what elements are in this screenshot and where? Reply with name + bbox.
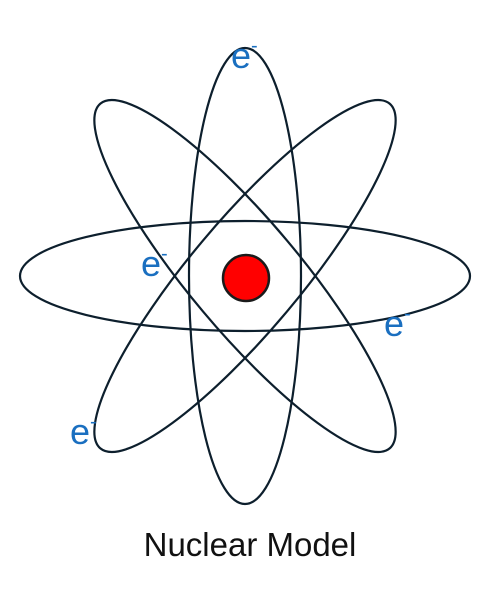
electron-left: e-: [141, 243, 168, 284]
electron-symbol: e: [141, 243, 161, 284]
orbit-diagonal-right: [93, 98, 397, 454]
electron-charge: -: [251, 35, 258, 57]
electron-bottom-left: e-: [70, 411, 97, 452]
nucleus: [221, 253, 271, 303]
orbit-horizontal: [18, 219, 472, 333]
electron-charge: -: [90, 411, 97, 433]
electron-charge: -: [404, 303, 411, 325]
atom-diagram: e- e- e- e-: [18, 35, 472, 506]
electron-symbol: e: [384, 303, 404, 344]
orbits: [18, 46, 472, 506]
orbit-vertical: [187, 46, 303, 506]
electron-symbol: e: [70, 411, 90, 452]
orbit-diagonal-left: [93, 98, 397, 454]
electron-right: e-: [384, 303, 411, 344]
electron-symbol: e: [231, 35, 251, 76]
electron-charge: -: [161, 243, 168, 265]
electrons: e- e- e- e-: [70, 35, 411, 452]
diagram-caption: Nuclear Model: [143, 526, 357, 563]
electron-top: e-: [231, 35, 258, 76]
